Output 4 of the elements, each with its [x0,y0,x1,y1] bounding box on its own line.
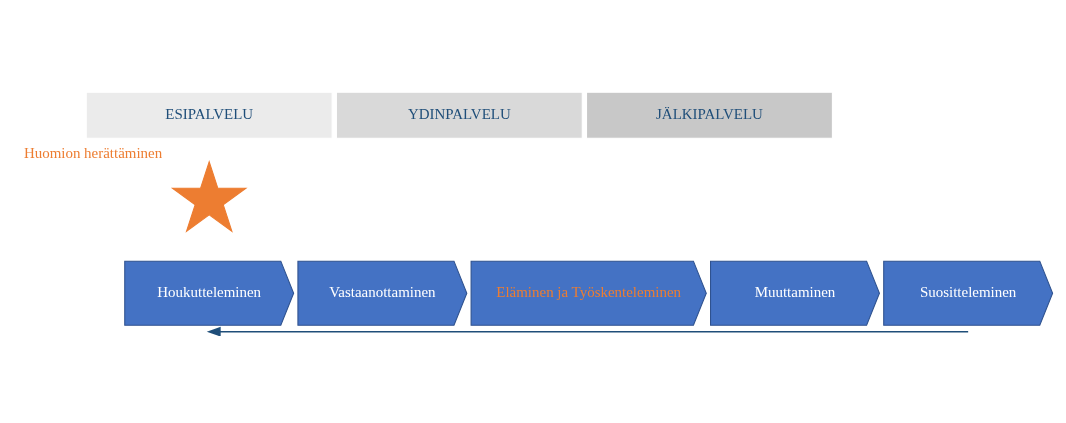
arrow [206,326,969,336]
node-box: YDINPALVELU [335,91,583,139]
node-box: JÄLKIPALVELU [586,91,833,139]
node-label: Huomion herättäminen [23,144,163,161]
